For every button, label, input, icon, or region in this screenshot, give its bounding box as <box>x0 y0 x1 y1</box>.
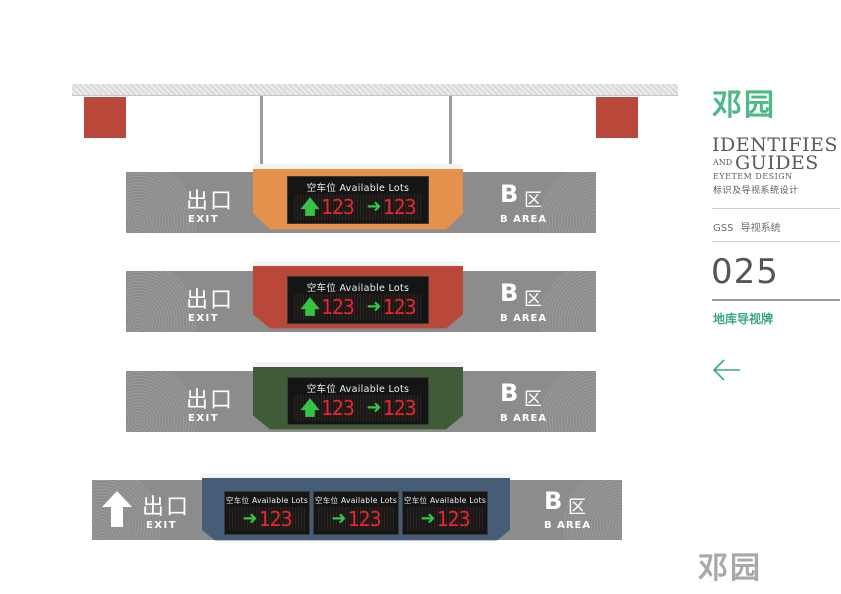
exit-cn-label: 出口 <box>186 388 235 413</box>
arrow-up-icon: 🡅 <box>300 396 320 419</box>
display-title: 空车位 Available Lots <box>314 496 398 505</box>
brand-logo: 邓园 <box>712 88 776 123</box>
footer-logo: 邓园 <box>698 551 762 586</box>
arrow-right-icon: ➜ <box>366 397 382 418</box>
sign-1-center-plate: 空车位 Available Lots 🡅123 ➜123 <box>253 164 463 234</box>
sign-3-center-plate: 空车位 Available Lots 🡅123 ➜123 <box>253 362 463 434</box>
b-letter-label: B <box>500 279 519 307</box>
divider <box>712 208 840 209</box>
identifies-heading: IDENTIFIES <box>712 134 838 156</box>
count-value: 123 <box>258 507 292 531</box>
led-display: 空车位 Available Lots ➜123 <box>224 491 310 535</box>
exit-en-label: EXIT <box>188 214 220 225</box>
arrow-left-icon[interactable] <box>712 358 742 382</box>
b-qu-label: 区 <box>524 289 542 310</box>
exit-cn-label: 出口 <box>186 189 235 214</box>
gss-code: GSS <box>713 223 734 234</box>
display-row: 🡅123 ➜123 <box>294 395 422 421</box>
arrow-right-icon: ➜ <box>366 296 382 317</box>
arrow-right-icon: ➜ <box>331 508 347 529</box>
led-display: 空车位 Available Lots ➜123 <box>402 491 488 535</box>
display-row: ➜123 <box>318 507 394 531</box>
exit-en-label: EXIT <box>188 413 220 424</box>
hanging-rod-right <box>449 96 452 164</box>
sign-4-left-pattern <box>92 480 162 540</box>
b-area-label: B AREA <box>544 520 592 531</box>
count-value: 123 <box>347 507 381 531</box>
sign-4-center-plate: 空车位 Available Lots ➜123 空车位 Available Lo… <box>202 473 510 545</box>
count-value: 123 <box>382 396 417 420</box>
count-value: 123 <box>382 295 417 319</box>
exit-en-label: EXIT <box>188 313 220 324</box>
ceiling-structure <box>72 84 678 96</box>
led-display: 空车位 Available Lots 🡅123 ➜123 <box>287 276 429 324</box>
b-letter-label: B <box>544 487 563 515</box>
display-title: 空车位 Available Lots <box>306 384 410 395</box>
count-value: 123 <box>320 295 355 319</box>
arrow-right-icon: ➜ <box>420 508 436 529</box>
count-value: 123 <box>320 195 355 219</box>
sign-2-center-plate: 空车位 Available Lots 🡅123 ➜123 <box>253 261 463 333</box>
red-beam-right <box>596 97 638 138</box>
display-row: 🡅123 ➜123 <box>294 194 422 220</box>
gss-label: GSS 导视系统 <box>713 219 781 234</box>
and-word: AND <box>713 158 733 167</box>
arrow-up-icon: 🡅 <box>300 195 320 218</box>
led-display: 空车位 Available Lots 🡅123 ➜123 <box>287 176 429 224</box>
page-number: 025 <box>711 252 779 292</box>
arrow-up-white-icon <box>102 491 132 527</box>
red-beam-left <box>84 97 126 138</box>
count-value: 123 <box>436 507 470 531</box>
eyetem-design-label: EYETEM DESIGN <box>713 172 793 181</box>
b-area-label: B AREA <box>500 214 548 225</box>
hanging-rod-left <box>260 96 263 164</box>
b-letter-label: B <box>500 180 519 208</box>
arrow-right-icon: ➜ <box>366 196 382 217</box>
b-letter-label: B <box>500 379 519 407</box>
divider <box>712 241 840 242</box>
count-value: 123 <box>382 195 417 219</box>
section-title: 地库导视牌 <box>713 312 774 326</box>
divider <box>712 299 840 301</box>
display-title: 空车位 Available Lots <box>306 183 410 194</box>
gss-cn: 导视系统 <box>740 223 781 234</box>
guides-heading: GUIDES <box>735 152 819 174</box>
b-qu-label: 区 <box>524 190 542 211</box>
b-area-label: B AREA <box>500 413 548 424</box>
display-title: 空车位 Available Lots <box>306 283 410 294</box>
b-qu-label: 区 <box>524 389 542 410</box>
display-title: 空车位 Available Lots <box>403 496 487 505</box>
display-title: 空车位 Available Lots <box>225 496 309 505</box>
arrow-right-icon: ➜ <box>242 508 258 529</box>
arrow-up-icon: 🡅 <box>300 295 320 318</box>
exit-en-label: EXIT <box>146 520 178 531</box>
led-display: 空车位 Available Lots ➜123 <box>313 491 399 535</box>
count-value: 123 <box>320 396 355 420</box>
b-qu-label: 区 <box>568 497 586 518</box>
system-design-cn-label: 标识及导视系统设计 <box>713 186 799 196</box>
b-area-label: B AREA <box>500 313 548 324</box>
display-row: 🡅123 ➜123 <box>294 294 422 320</box>
led-display: 空车位 Available Lots 🡅123 ➜123 <box>287 377 429 425</box>
exit-cn-label: 出口 <box>142 495 191 520</box>
display-row: ➜123 <box>407 507 483 531</box>
display-row: ➜123 <box>229 507 305 531</box>
exit-cn-label: 出口 <box>186 288 235 313</box>
